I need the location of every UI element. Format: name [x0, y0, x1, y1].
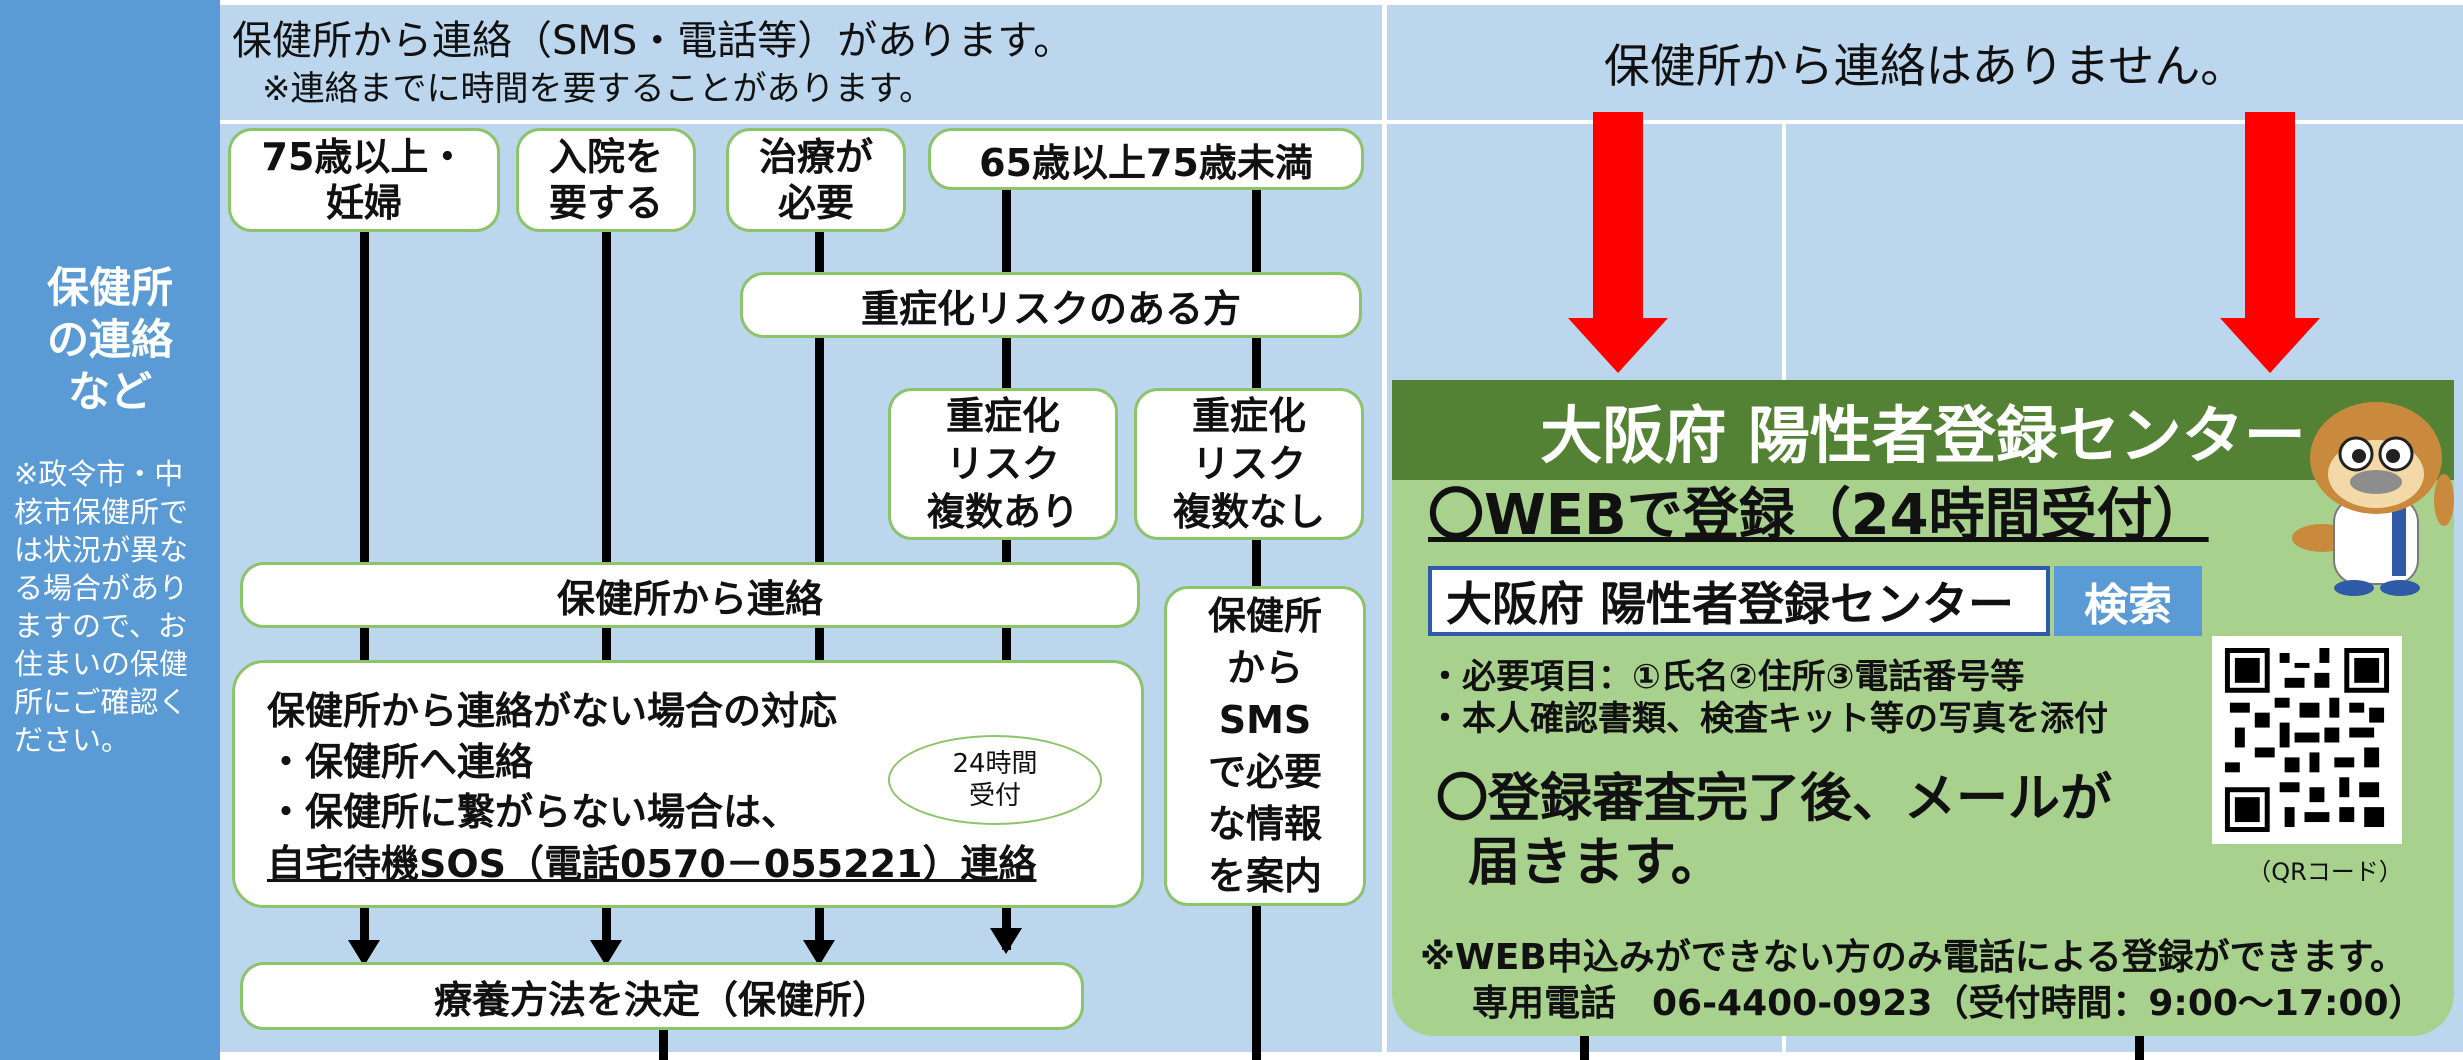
no-contact-item-1: ・保健所へ連絡: [267, 740, 534, 784]
qr-code-pattern: [2224, 648, 2390, 832]
grid-bottom: [220, 1052, 2463, 1060]
mascot-illustration: [2282, 388, 2462, 598]
arrowhead-4: [990, 928, 1022, 954]
flow-line-bottom-center: [1580, 1030, 1589, 1060]
category-hospitalization: 入院を 要する: [516, 128, 696, 232]
sidebar-panel: [0, 0, 220, 1060]
red-arrow-right-head: [2220, 318, 2320, 373]
category-65-75: 65歳以上75歳未満: [928, 128, 1364, 190]
search-input[interactable]: 大阪府 陽性者登録センター: [1428, 566, 2050, 636]
phone-registration-note: ※WEB申込みができない方のみ電話による登録ができます。: [1420, 937, 2407, 978]
attach-photo-text: ・本人確認書類、検査キット等の写真を添付: [1428, 699, 2108, 739]
dedicated-phone-line: 専用電話 06-4400-0923（受付時間：9:00～17:00）: [1472, 983, 2425, 1024]
grid-top: [220, 0, 2463, 5]
required-items-text: ・必要項目：①氏名②住所③電話番号等: [1428, 657, 2025, 697]
arrowhead-2: [590, 940, 622, 966]
no-contact-title: 保健所から連絡がない場合の対応: [267, 689, 838, 733]
arrowhead-1: [348, 940, 380, 966]
sidebar-note: ※政令市・中核市保健所では状況が異なる場合がありますので、お住まいの保健所にご確…: [14, 457, 189, 757]
red-arrow-left-head: [1568, 318, 1668, 373]
mascot-svg: [2292, 402, 2454, 596]
mail-notice-line1: 〇登録審査完了後、メールが: [1436, 769, 2113, 829]
grid-header-divider: [220, 120, 2463, 124]
grid-col-divider: [1382, 0, 1387, 1060]
no-contact-sos-phone: 自宅待機SOS（電話0570－055221）連絡: [267, 842, 1037, 886]
arrowhead-3: [803, 940, 835, 966]
qr-code[interactable]: [2212, 636, 2402, 844]
risk-multiple-box: 重症化 リスク 複数あり: [888, 388, 1118, 540]
24h-speech-bubble: 24時間 受付: [888, 735, 1102, 825]
header-left-line1: 保健所から連絡（SMS・電話等）があります。: [232, 18, 1074, 64]
header-right: 保健所から連絡はありません。: [1603, 39, 2247, 93]
sms-guidance-box: 保健所 から SMS で必要 な情報 を案内: [1164, 586, 1366, 906]
registration-center-title: 大阪府 陽性者登録センター: [1392, 380, 2454, 480]
sidebar-title: 保健所 の連絡 など: [46, 263, 173, 416]
flow-line-bottom-left: [659, 1030, 668, 1060]
no-contact-box: 保健所から連絡がない場合の対応 ・保健所へ連絡 ・保健所に繋がらない場合は、 自…: [232, 660, 1144, 908]
treatment-decision-box: 療養方法を決定（保健所）: [240, 962, 1084, 1030]
risk-none-box: 重症化 リスク 複数なし: [1134, 388, 1364, 540]
web-registration-title: 〇WEBで登録（24時間受付）: [1428, 483, 2209, 548]
qr-code-label: （QRコード）: [2247, 858, 2403, 886]
header-left-line2: ※連絡までに時間を要することがあります。: [262, 69, 934, 109]
red-arrow-right-shaft: [2245, 112, 2295, 322]
red-arrow-left-shaft: [1593, 112, 1643, 322]
search-button[interactable]: 検索: [2054, 566, 2202, 636]
risk-group-box: 重症化リスクのある方: [740, 272, 1362, 338]
no-contact-item-2: ・保健所に繋がらない場合は、: [267, 790, 800, 834]
category-75-pregnant: 75歳以上・ 妊婦: [228, 128, 500, 232]
category-treatment: 治療が 必要: [726, 128, 906, 232]
mail-notice-line2: 届きます。: [1468, 833, 1723, 893]
flow-line-bottom-right: [2135, 1030, 2144, 1060]
health-center-contact-box: 保健所から連絡: [240, 562, 1140, 628]
